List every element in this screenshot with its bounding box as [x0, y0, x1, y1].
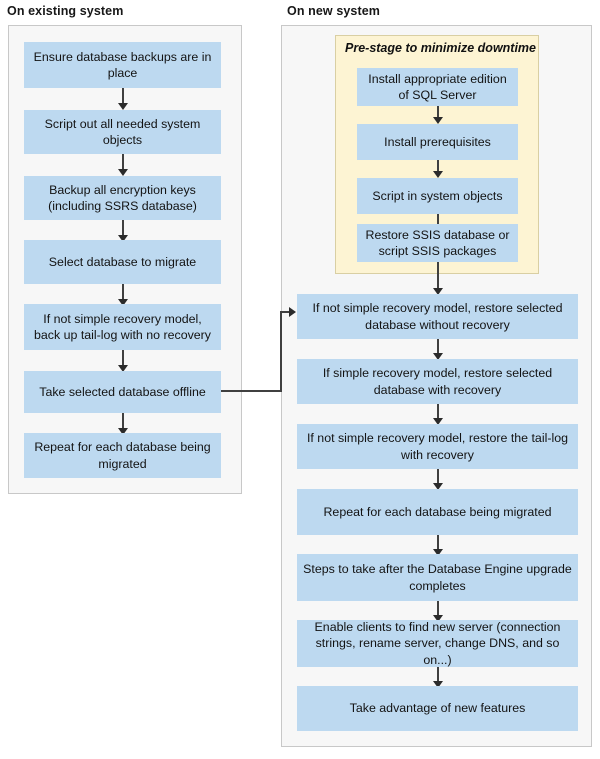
process-box-take-advantage-new-features[interactable]: Take advantage of new features — [297, 686, 578, 731]
connector-arrowhead-icon — [289, 307, 296, 317]
arrow-down-new-2 — [432, 404, 443, 425]
arrow-down-prestage-to-restore — [432, 262, 443, 295]
process-box-repeat-each-database-existing[interactable]: Repeat for each database being migrated — [24, 433, 221, 478]
process-box-install-prerequisites[interactable]: Install prerequisites — [357, 124, 518, 160]
arrow-down-new-6 — [432, 667, 443, 688]
process-box-take-database-offline[interactable]: Take selected database offline — [24, 371, 221, 413]
arrow-down-existing-6 — [117, 413, 128, 435]
process-box-repeat-each-database-new[interactable]: Repeat for each database being migrated — [297, 489, 578, 535]
arrow-down-existing-5 — [117, 350, 128, 372]
process-box-install-sql-server-edition[interactable]: Install appropriate edition of SQL Serve… — [357, 68, 518, 106]
column-title-new-system: On new system — [287, 4, 380, 18]
process-box-backup-encryption-keys[interactable]: Backup all encryption keys (including SS… — [24, 176, 221, 220]
arrow-down-existing-1 — [117, 88, 128, 110]
connector-offline-to-restore — [221, 305, 297, 392]
column-title-existing-system: On existing system — [7, 4, 124, 18]
process-box-select-database-to-migrate[interactable]: Select database to migrate — [24, 240, 221, 284]
arrow-down-new-3 — [432, 469, 443, 490]
process-box-backup-tail-log-no-recovery[interactable]: If not simple recovery model, back up ta… — [24, 304, 221, 350]
process-box-restore-without-recovery[interactable]: If not simple recovery model, restore se… — [297, 294, 578, 339]
process-box-restore-with-recovery[interactable]: If simple recovery model, restore select… — [297, 359, 578, 404]
process-box-restore-ssis-database[interactable]: Restore SSIS database or script SSIS pac… — [357, 224, 518, 262]
process-box-ensure-database-backups[interactable]: Ensure database backups are in place — [24, 42, 221, 88]
process-box-script-out-system-objects[interactable]: Script out all needed system objects — [24, 110, 221, 154]
arrow-down-existing-3 — [117, 220, 128, 242]
arrow-down-existing-2 — [117, 154, 128, 176]
arrow-down-new-1 — [432, 339, 443, 360]
process-box-restore-tail-log-with-recovery[interactable]: If not simple recovery model, restore th… — [297, 424, 578, 469]
arrow-down-prestage-2 — [432, 160, 443, 178]
arrow-down-new-5 — [432, 601, 443, 622]
arrow-down-prestage-1 — [432, 106, 443, 124]
group-pre-stage-label: Pre-stage to minimize downtime — [345, 41, 537, 55]
process-box-script-in-system-objects[interactable]: Script in system objects — [357, 178, 518, 214]
process-box-enable-clients-find-new-server[interactable]: Enable clients to find new server (conne… — [297, 620, 578, 667]
process-box-steps-after-upgrade[interactable]: Steps to take after the Database Engine … — [297, 554, 578, 601]
arrow-down-existing-4 — [117, 284, 128, 306]
arrow-down-new-4 — [432, 535, 443, 556]
